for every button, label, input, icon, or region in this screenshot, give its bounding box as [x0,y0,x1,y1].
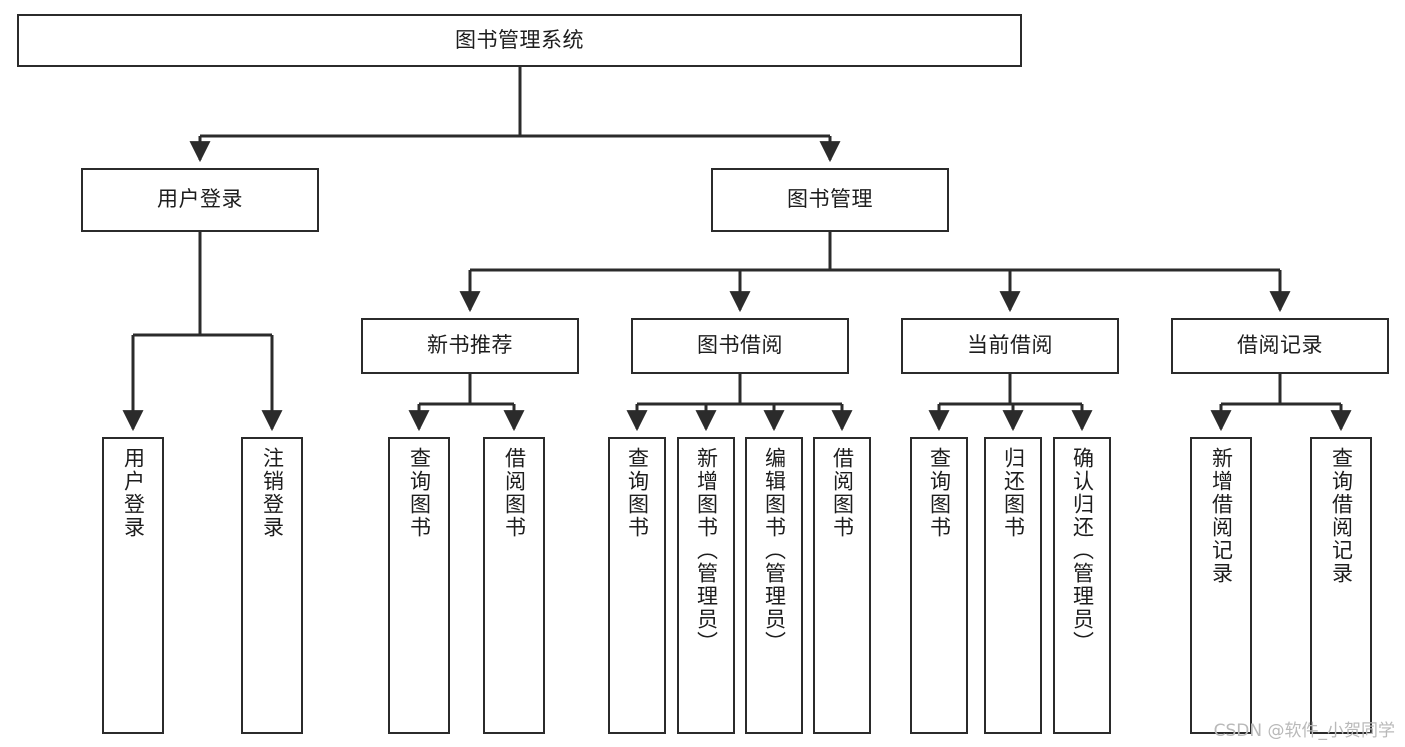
node-book-manage[interactable]: 图书管理 [711,168,949,232]
node-leaf-edit-book[interactable]: 编辑图书（管理员） [745,437,803,734]
node-leaf-return-book[interactable]: 归还图书 [984,437,1042,734]
node-book-manage-label: 图书管理 [787,187,873,212]
node-leaf-add-record[interactable]: 新增借阅记录 [1190,437,1252,734]
node-current-borrow[interactable]: 当前借阅 [901,318,1119,374]
node-leaf-borrow-book-1[interactable]: 借阅图书 [483,437,545,734]
node-leaf-query-record-label: 查询借阅记录 [1329,447,1354,585]
node-leaf-query-book-3[interactable]: 查询图书 [910,437,968,734]
node-leaf-add-record-label: 新增借阅记录 [1209,447,1234,585]
node-user-login-label: 用户登录 [157,187,243,212]
node-leaf-logout[interactable]: 注销登录 [241,437,303,734]
node-user-login[interactable]: 用户登录 [81,168,319,232]
node-leaf-edit-book-label: 编辑图书（管理员） [762,447,787,654]
node-leaf-query-book-1-label: 查询图书 [407,447,432,539]
node-leaf-confirm-return[interactable]: 确认归还（管理员） [1053,437,1111,734]
node-borrow-record[interactable]: 借阅记录 [1171,318,1389,374]
node-leaf-query-book-1[interactable]: 查询图书 [388,437,450,734]
node-leaf-logout-label: 注销登录 [260,447,285,539]
node-leaf-confirm-return-label: 确认归还（管理员） [1070,447,1095,654]
node-leaf-borrow-book-1-label: 借阅图书 [502,447,527,539]
node-leaf-add-book-label: 新增图书（管理员） [694,447,719,654]
node-leaf-user-login[interactable]: 用户登录 [102,437,164,734]
node-leaf-borrow-book-2-label: 借阅图书 [830,447,855,539]
node-root[interactable]: 图书管理系统 [17,14,1022,67]
node-root-label: 图书管理系统 [455,27,584,52]
node-leaf-query-book-3-label: 查询图书 [927,447,952,539]
node-leaf-query-book-2-label: 查询图书 [625,447,650,539]
node-leaf-query-record[interactable]: 查询借阅记录 [1310,437,1372,734]
node-leaf-return-book-label: 归还图书 [1001,447,1026,539]
node-leaf-user-login-label: 用户登录 [121,447,146,539]
node-book-borrow-label: 图书借阅 [697,333,783,358]
node-leaf-borrow-book-2[interactable]: 借阅图书 [813,437,871,734]
node-current-borrow-label: 当前借阅 [967,333,1053,358]
node-leaf-query-book-2[interactable]: 查询图书 [608,437,666,734]
node-new-book-rec[interactable]: 新书推荐 [361,318,579,374]
node-book-borrow[interactable]: 图书借阅 [631,318,849,374]
node-new-book-rec-label: 新书推荐 [427,333,513,358]
node-leaf-add-book[interactable]: 新增图书（管理员） [677,437,735,734]
node-borrow-record-label: 借阅记录 [1237,333,1323,358]
